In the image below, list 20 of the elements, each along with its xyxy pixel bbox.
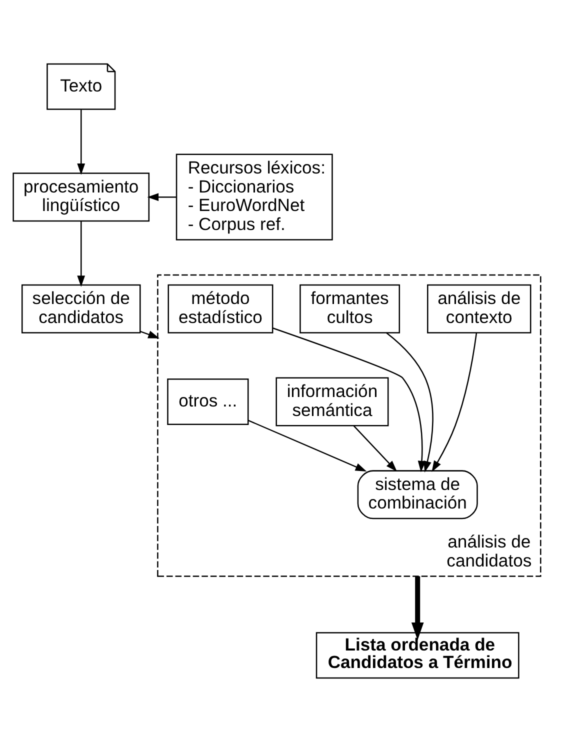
arrow <box>77 221 86 287</box>
node-box: otros ... <box>167 378 249 425</box>
arrow <box>411 576 424 640</box>
node-box: selección de candidatos <box>21 284 141 334</box>
node-box: análisis de contexto <box>427 284 532 334</box>
arrow <box>272 328 426 472</box>
arrow <box>353 425 398 472</box>
node-box: información semántica <box>276 377 389 426</box>
arrow <box>77 110 86 175</box>
arrow <box>248 420 367 472</box>
arrow <box>147 193 176 202</box>
node-box: procesamiento lingüístico <box>12 172 150 222</box>
node-box: sistema de combinación <box>357 470 478 520</box>
arrow <box>140 330 160 338</box>
node-box: método estadístico <box>168 284 274 334</box>
arrow <box>432 332 478 472</box>
arrow <box>386 332 434 472</box>
node-box: Lista ordenada de Candidatos a Término <box>316 632 520 679</box>
node-box: formantes cultos <box>300 284 400 334</box>
node-box: Recursos léxicos: - Diccionarios - EuroWordNet - Corpus ref. <box>176 154 333 240</box>
